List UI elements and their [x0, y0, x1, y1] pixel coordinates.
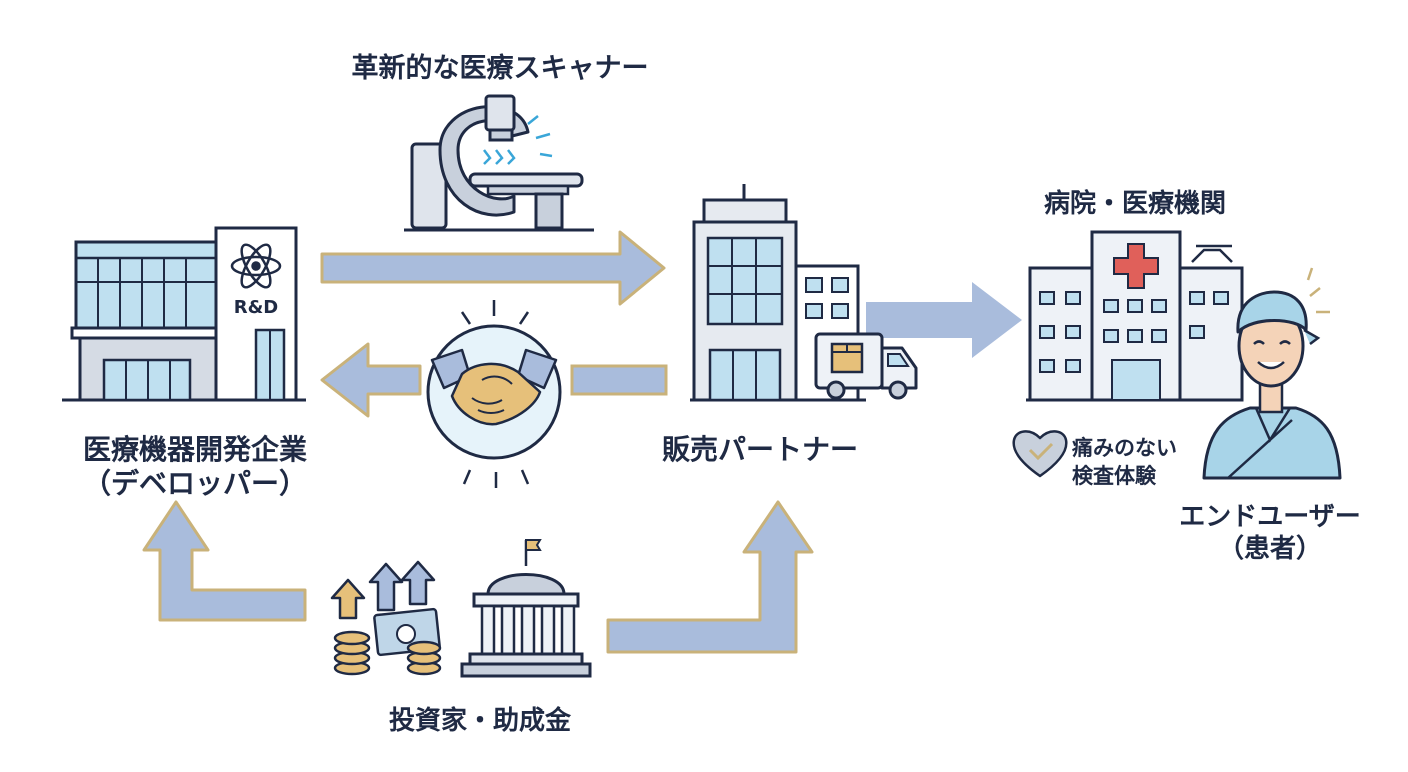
- benefit-label-line1: 痛みのない: [1072, 436, 1177, 460]
- money-growth-icon: [330, 560, 442, 676]
- scanner-icon: [404, 94, 594, 232]
- medical-cross-icon: [1113, 243, 1159, 289]
- government-building-icon: [460, 539, 592, 678]
- arrow-investor-to-partner: [606, 500, 814, 654]
- partner-label: 販売パートナー: [661, 433, 858, 466]
- end-user-label: エンドユーザー: [1179, 502, 1361, 532]
- developer-building-icon: R&D: [62, 226, 306, 402]
- hospital-building-icon: [1026, 230, 1244, 402]
- handshake-icon: [426, 300, 562, 488]
- arrow-partner-to-developer-left: [320, 342, 422, 418]
- scanner-label: 革新的な医療スキャナー: [351, 53, 649, 84]
- investor-label: 投資家・助成金: [388, 706, 571, 736]
- hospital-label: 病院・医療機関: [1043, 189, 1226, 219]
- end-user-sublabel: （患者）: [1217, 534, 1322, 564]
- heart-check-icon: [1012, 430, 1068, 478]
- building-sign-text: R&D: [234, 297, 279, 318]
- arrow-developer-to-partner: [320, 230, 666, 306]
- arrow-partner-to-hospital: [866, 282, 1022, 358]
- arrow-partner-to-developer-right: [570, 364, 668, 396]
- benefit-label-line2: 検査体験: [1072, 464, 1156, 488]
- patient-avatar-icon: [1202, 267, 1342, 480]
- delivery-truck-icon: [814, 332, 918, 400]
- atom-icon: [230, 243, 282, 289]
- developer-sublabel: （デベロッパー）: [82, 467, 307, 500]
- developer-label: 医療機器開発企業: [82, 433, 307, 466]
- arrow-investor-to-developer: [142, 500, 307, 622]
